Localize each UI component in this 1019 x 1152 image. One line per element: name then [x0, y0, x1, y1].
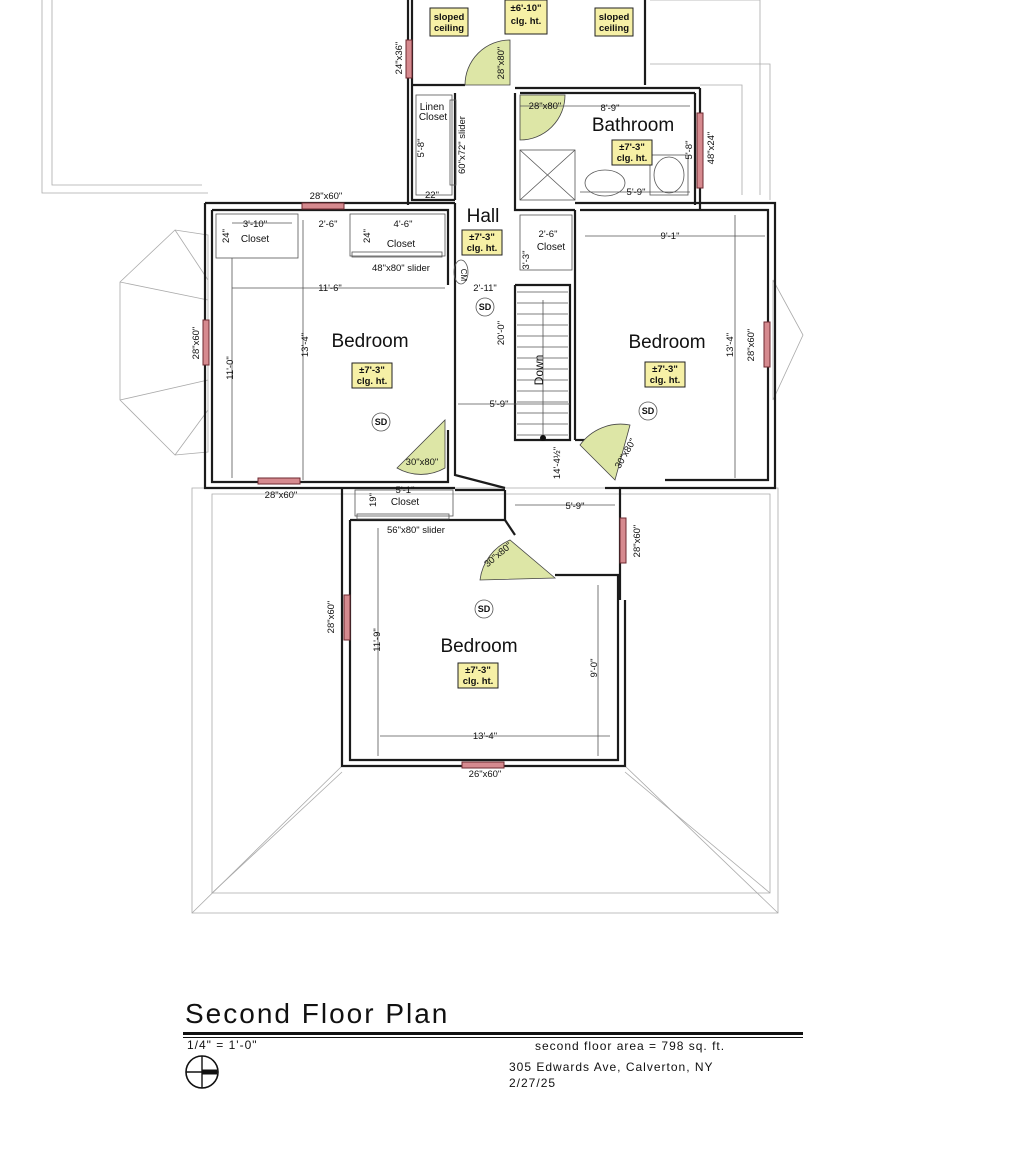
sliders — [351, 99, 457, 520]
dim-left-bed-width: 11'-6" — [318, 283, 342, 294]
ceiling-height-hall: ±7'-3" — [469, 232, 495, 243]
slider-label-linen: 60"x72" slider — [457, 116, 468, 174]
linen-closet-label-1: Linen — [420, 102, 444, 113]
title-rule-thin — [183, 1037, 803, 1038]
slider-label-closet-bottom: 56"x80" slider — [387, 525, 445, 536]
room-bathroom: Bathroom — [592, 115, 674, 136]
stair-down-label: Down — [532, 355, 546, 386]
dim-bottom-closet-d: 19" — [368, 493, 379, 507]
cm-label: CM — [459, 269, 468, 282]
ceiling-suffix-hall: clg. ht. — [467, 243, 498, 254]
dim-bottom-closet-w: 5'-1" — [396, 485, 415, 496]
floor-area: second floor area = 798 sq. ft. — [535, 1039, 726, 1053]
window-label-bath: 48"x24" — [706, 132, 717, 165]
closet-left-label: Closet — [241, 234, 270, 245]
room-bedroom-right: Bedroom — [628, 332, 705, 353]
door-label-bath: 28"x80" — [529, 101, 562, 112]
dim-bath-depth: 5'-8" — [684, 141, 695, 160]
ceiling-height-boxes — [351, 0, 686, 689]
room-hall: Hall — [467, 206, 500, 227]
dim-bath-width: 8'-9" — [601, 103, 620, 114]
window-label-lower-right: 28"x60" — [632, 525, 643, 558]
door-top — [464, 39, 511, 86]
window-label-left-top: 28"x60" — [310, 191, 343, 202]
door-bottom-bedroom — [479, 539, 557, 581]
plan-title: Second Floor Plan — [185, 998, 450, 1029]
sloped-label-right-2: ceiling — [599, 23, 629, 34]
smoke-detectors — [371, 259, 658, 619]
staircase — [517, 291, 568, 441]
dim-landing: 14'-4½" — [552, 447, 563, 479]
property-address: 305 Edwards Ave, Calverton, NY — [509, 1060, 714, 1074]
dim-closet-left-d: 24" — [221, 229, 232, 243]
smoke-detector-bottom: SD — [478, 604, 491, 614]
closet-bottom-label: Closet — [391, 497, 420, 508]
dim-bottom-bed-depth: 11'-9" — [372, 628, 383, 652]
ceiling-height-left: ±7'-3" — [359, 365, 385, 376]
ceiling-height-bath: ±7'-3" — [619, 142, 645, 153]
window-label-bottom: 26"x60" — [469, 769, 502, 780]
title-rule — [183, 1032, 803, 1035]
sloped-label-right-1: sloped — [599, 12, 630, 23]
dim-closet-mid-gap: 2'-6" — [319, 219, 338, 230]
north-arrow-icon — [185, 1055, 219, 1089]
room-bedroom-left: Bedroom — [331, 331, 408, 352]
dim-left-bed-side: 11'-0" — [225, 356, 236, 380]
linen-closet-label-2: Closet — [419, 112, 448, 123]
walls — [203, 0, 777, 768]
dim-hall-width: 2'-11" — [473, 283, 497, 294]
slider-label-closet-mid: 48"x80" slider — [372, 263, 430, 274]
closets — [215, 94, 573, 517]
ceiling-suffix-bottom: clg. ht. — [463, 676, 494, 687]
dimension-lines — [231, 105, 765, 756]
windows — [202, 39, 771, 769]
door-label-top: 28"x80" — [496, 47, 507, 80]
sloped-label-left-1: sloped — [434, 12, 465, 23]
ceiling-suffix-left: clg. ht. — [357, 376, 388, 387]
closet-mid-label: Closet — [387, 239, 416, 250]
dim-stair-width: 5'-9" — [490, 399, 509, 410]
ceiling-height-right: ±7'-3" — [652, 364, 678, 375]
dim-right-bed-width: 9'-1" — [661, 231, 680, 242]
room-bedroom-bottom: Bedroom — [440, 636, 517, 657]
smoke-detector-hall: SD — [479, 302, 492, 312]
ceiling-suffix-right: clg. ht. — [650, 375, 681, 386]
dim-hall-length: 20'-0" — [496, 321, 507, 345]
ceiling-height-top: ±6'-10" — [511, 3, 542, 14]
ceiling-suffix-top: clg. ht. — [511, 16, 542, 27]
dim-linen-width: 22" — [425, 190, 439, 201]
dim-closet-mid-d: 24" — [362, 229, 373, 243]
window-label-left-bottom: 28"x60" — [265, 490, 298, 501]
dim-bottom-bed-depth-2: 9'-0" — [589, 659, 600, 678]
closet-hall-label: Closet — [537, 242, 566, 253]
window-label-right-side: 28"x60" — [746, 329, 757, 362]
plan-scale: 1/4" = 1'-0" — [187, 1038, 258, 1052]
dim-hall-closet-d: 3'-3" — [521, 251, 532, 270]
plan-date: 2/27/25 — [509, 1076, 557, 1090]
dim-closet-left-w: 3'-10" — [243, 219, 267, 230]
door-label-left-bedroom: 30"x80" — [406, 457, 439, 468]
ceiling-suffix-bath: clg. ht. — [617, 153, 648, 164]
window-label-bottom-left: 28"x60" — [326, 601, 337, 634]
dim-bottom-bed-width: 13'-4" — [473, 731, 497, 742]
dim-right-bed-depth: 13'-4" — [725, 333, 736, 357]
title-block: Second Floor Plan 1/4" = 1'-0" second fl… — [183, 996, 813, 1106]
dim-closet-mid-w: 4'-6" — [394, 219, 413, 230]
dim-left-bed-depth: 13'-4" — [300, 333, 311, 357]
dim-bath-inner: 5'-9" — [627, 187, 646, 198]
smoke-detector-left: SD — [375, 417, 388, 427]
dim-lower-hall: 5'-9" — [566, 501, 585, 512]
bath-fixtures — [519, 149, 689, 201]
window-label-top-left: 24"x36" — [394, 42, 405, 75]
ceiling-height-bottom: ±7'-3" — [465, 665, 491, 676]
smoke-detector-right: SD — [642, 406, 655, 416]
window-label-left-side: 28"x60" — [191, 327, 202, 360]
door-left-bedroom — [396, 419, 446, 475]
dim-hall-closet-w: 2'-6" — [539, 229, 558, 240]
sloped-label-left-2: ceiling — [434, 23, 464, 34]
door-right-bedroom — [579, 423, 631, 481]
dim-linen-depth: 5'-8" — [416, 139, 427, 158]
